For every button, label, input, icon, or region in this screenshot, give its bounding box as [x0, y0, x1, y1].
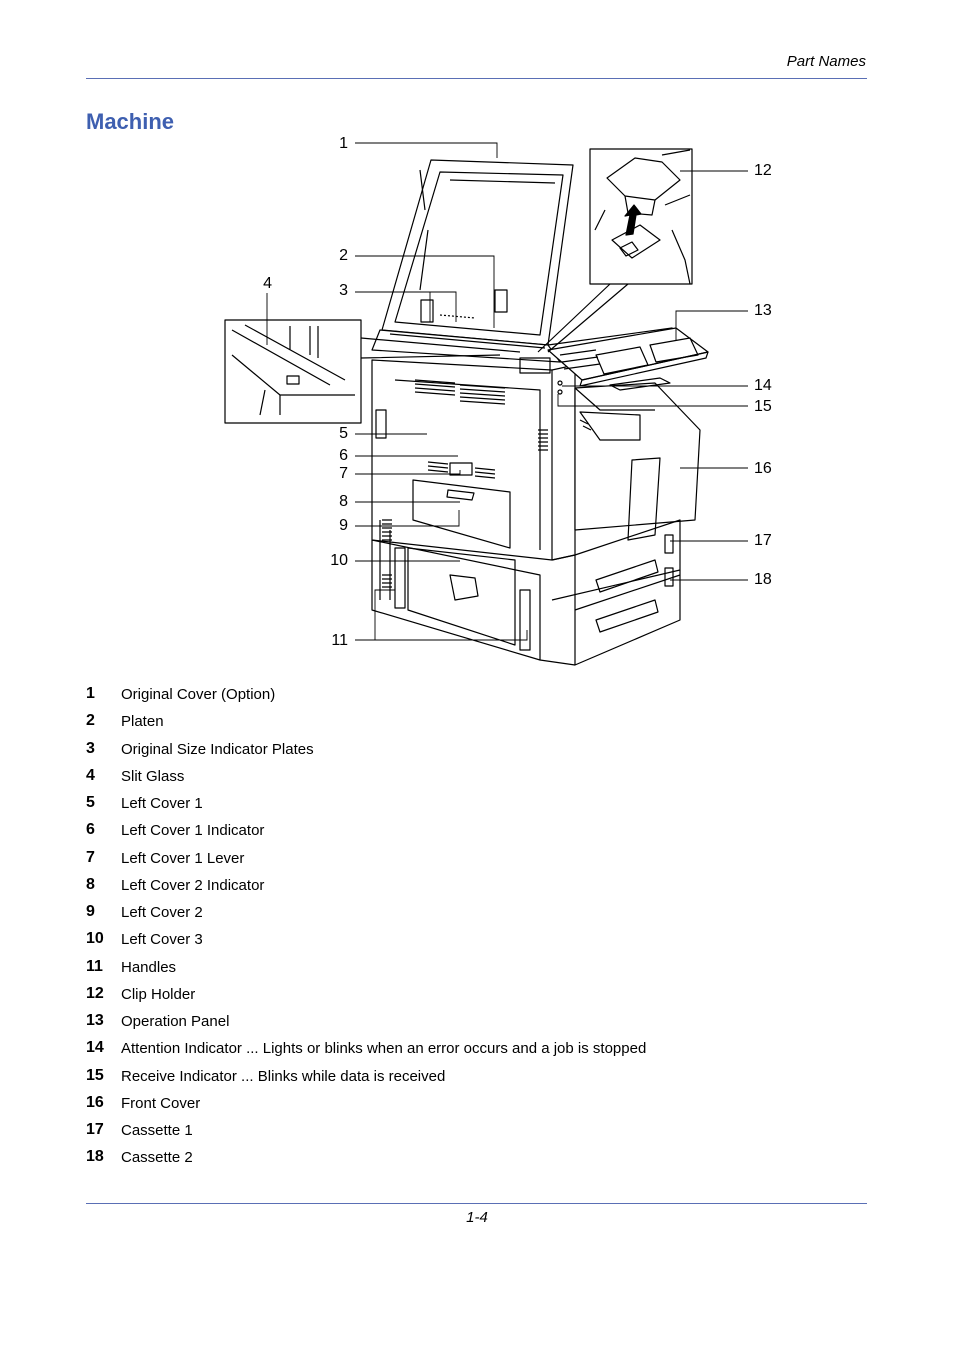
callout-2: 2 [339, 247, 348, 264]
callout-1: 1 [339, 135, 348, 152]
legend-label: Clip Holder [121, 985, 196, 1003]
callout-18: 18 [754, 571, 772, 588]
callout-8: 8 [339, 493, 348, 510]
callout-3: 3 [339, 282, 348, 299]
legend-number: 8 [86, 875, 95, 893]
legend-item: 5 Left Cover 1 [86, 792, 866, 819]
header-section-title: Part Names [786, 53, 866, 70]
legend-label: Operation Panel [121, 1013, 230, 1030]
legend-label: Left Cover 3 [121, 931, 203, 949]
legend-item: 6 Left Cover 1 Indicator [86, 819, 866, 846]
legend-item: 10 Left Cover 3 [86, 928, 866, 955]
legend-item: 12 Clip Holder [86, 983, 866, 1010]
legend-number: 7 [86, 848, 95, 866]
legend-number: 18 [86, 1148, 104, 1166]
legend-label: Platen [121, 713, 164, 731]
callout-15: 15 [754, 398, 772, 415]
legend-item: 3 Original Size Indicator Plates [86, 738, 866, 765]
legend-label: Left Cover 2 Indicator [121, 876, 265, 894]
callout-13: 13 [754, 302, 772, 319]
legend-label: Cassette 1 [121, 1122, 193, 1139]
legend-number: 11 [86, 957, 103, 975]
legend-item: 4 Slit Glass [86, 765, 866, 792]
callout-16: 16 [754, 460, 772, 477]
legend-label: Left Cover 2 [121, 904, 203, 921]
legend-label: Left Cover 1 Indicator [121, 822, 265, 840]
callout-10: 10 [330, 552, 348, 569]
legend-item: 13 Operation Panel [86, 1010, 866, 1037]
legend-number: 2 [86, 712, 95, 730]
legend-label: Cassette 2 [121, 1149, 193, 1167]
legend-number: 13 [86, 1012, 104, 1029]
legend-item: 8 Left Cover 2 Indicator [86, 874, 866, 901]
cassettes-drawing [539, 519, 681, 666]
operation-panel-drawing [547, 327, 709, 391]
callout-4: 4 [263, 275, 272, 292]
header-rule [86, 78, 867, 79]
legend-item: 1 Original Cover (Option) [86, 683, 866, 710]
page-number: 1-4 [466, 1209, 488, 1226]
front-cover-drawing [574, 382, 701, 541]
legend-number: 1 [86, 685, 95, 702]
callout-9: 9 [339, 517, 348, 534]
legend-number: 14 [86, 1039, 104, 1057]
legend-item: 14 Attention Indicator ... Lights or blin… [86, 1037, 866, 1064]
legend-number: 4 [86, 766, 95, 784]
legend-item: 11 Handles [86, 956, 866, 983]
legend-label: Receive Indicator ... Blinks while data … [121, 1067, 446, 1085]
legend-label: Original Cover (Option) [121, 686, 276, 703]
legend-item: 9 Left Cover 2 [86, 901, 866, 928]
machine-body-drawing [371, 359, 576, 661]
legend-number: 12 [86, 984, 104, 1002]
legend-number: 16 [86, 1093, 104, 1111]
footer-rule [86, 1203, 867, 1204]
legend-label: Left Cover 1 Lever [121, 849, 245, 867]
clip-holder-inset [537, 148, 693, 353]
legend-label: Front Cover [121, 1094, 201, 1112]
callout-7: 7 [339, 465, 348, 482]
legend-item: 15 Receive Indicator ... Blinks while dat… [86, 1065, 866, 1092]
legend-label: Slit Glass [121, 767, 185, 785]
legend-label: Handles [121, 958, 177, 976]
slit-glass-inset [224, 319, 521, 424]
parts-legend: 1 Original Cover (Option) 2 Platen 3 Origin… [86, 683, 866, 1174]
legend-number: 10 [86, 930, 104, 948]
legend-number: 17 [86, 1121, 104, 1138]
legend-item: 7 Left Cover 1 Lever [86, 847, 866, 874]
legend-item: 2 Platen [86, 710, 866, 737]
legend-label: Original Size Indicator Plates [121, 740, 314, 758]
callout-11: 11 [331, 632, 348, 649]
legend-number: 5 [86, 794, 95, 811]
callout-6: 6 [339, 447, 348, 464]
legend-label: Left Cover 1 [121, 795, 203, 812]
legend-number: 6 [86, 821, 95, 839]
legend-item: 17 Cassette 1 [86, 1119, 866, 1146]
original-cover-drawing [381, 159, 574, 346]
legend-number: 15 [86, 1066, 104, 1084]
callout-17: 17 [754, 532, 772, 549]
callout-14: 14 [754, 377, 772, 394]
legend-number: 3 [86, 739, 95, 757]
legend-label: Attention Indicator ... Lights or blinks… [121, 1040, 647, 1058]
legend-item: 18 Cassette 2 [86, 1146, 866, 1173]
page-title: Machine [86, 109, 175, 134]
callout-12: 12 [754, 162, 772, 179]
callout-5: 5 [339, 425, 348, 442]
machine-diagram [224, 142, 748, 666]
legend-number: 9 [86, 903, 95, 920]
legend-item: 16 Front Cover [86, 1092, 866, 1119]
